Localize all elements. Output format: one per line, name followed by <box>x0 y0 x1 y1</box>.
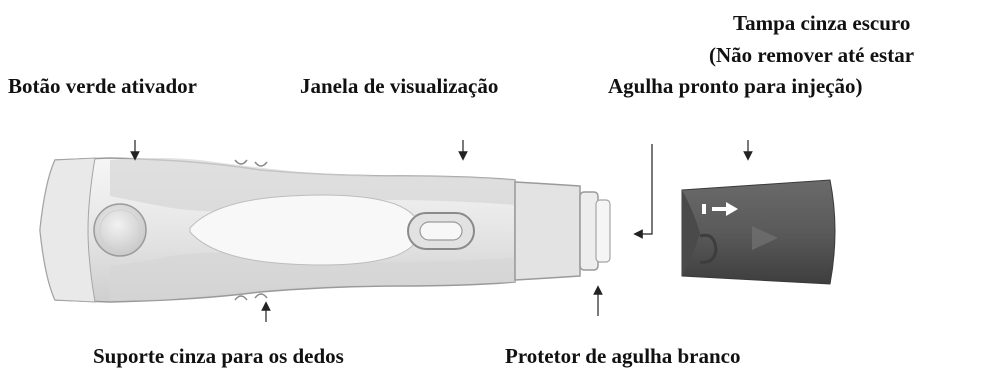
needle-shield <box>514 181 611 281</box>
pointer-arrows <box>130 140 753 322</box>
label-activator-button: Botão verde ativador <box>8 74 197 98</box>
label-viewing-window: Janela de visualização <box>300 74 499 98</box>
viewing-window <box>407 212 475 250</box>
label-dark-cap-note: (Não remover até estar <box>709 43 915 67</box>
dark-cap <box>681 179 836 285</box>
label-finger-grip: Suporte cinza para os dedos <box>93 344 344 368</box>
label-dark-cap-title: Tampa cinza escuro <box>733 11 911 35</box>
label-dark-cap-note-end: Agulha pronto para injeção) <box>608 74 863 98</box>
activator-button <box>93 203 147 257</box>
arrow-right-icon <box>702 202 738 216</box>
pen-body <box>39 157 516 303</box>
arrow-icon <box>633 144 653 239</box>
label-needle-shield: Protetor de agulha branco <box>505 344 741 368</box>
